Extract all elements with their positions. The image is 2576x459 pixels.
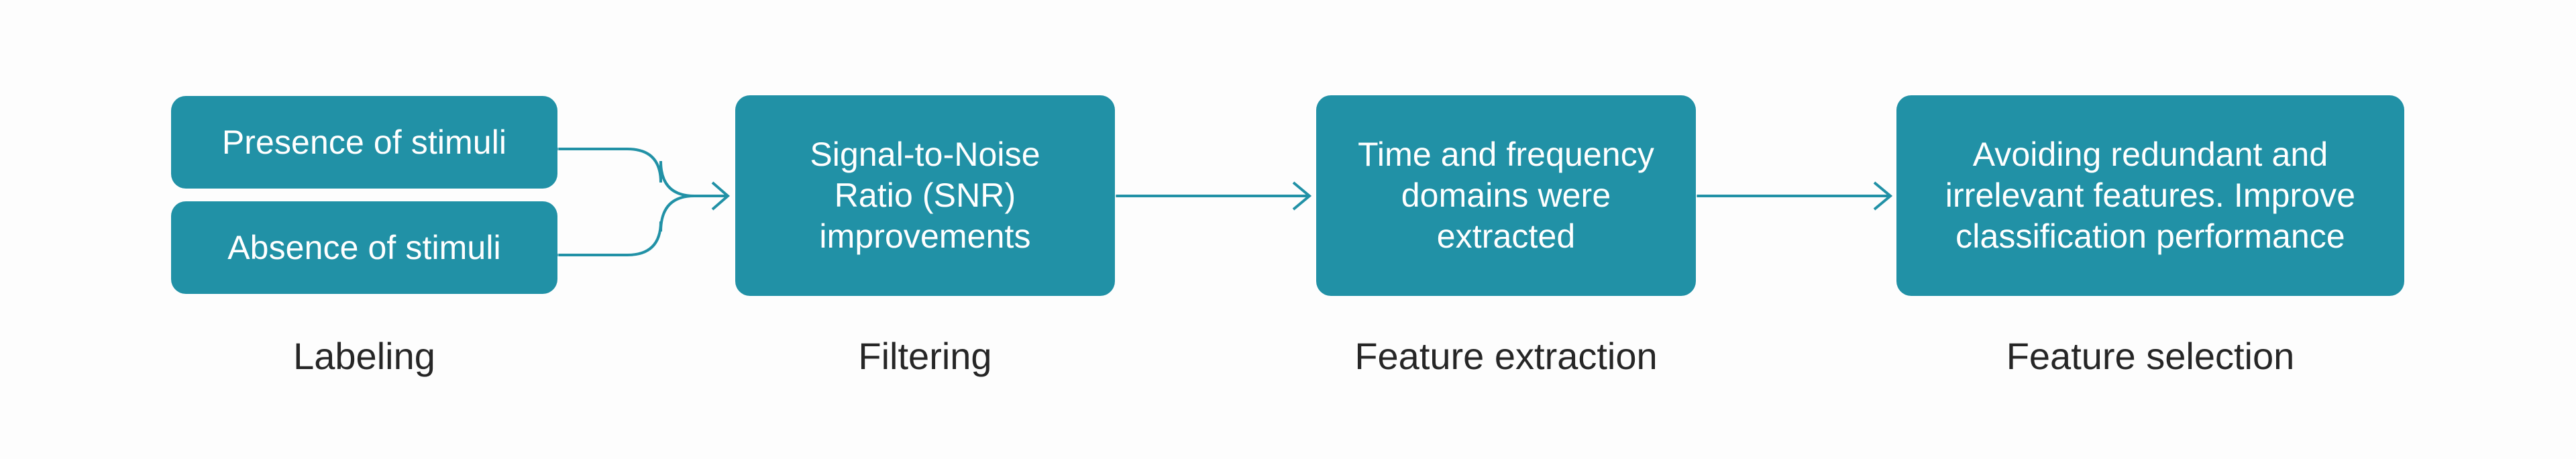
connector-filtering-to-extraction: [1116, 181, 1312, 211]
stage-caption-feature-extraction: Feature extraction: [1354, 335, 1658, 377]
stage-caption-labeling: Labeling: [293, 335, 435, 377]
connector-merge-labeling-to-filtering: [557, 148, 731, 256]
stage-box-label: Avoiding redundant and irrelevant featur…: [1945, 136, 2356, 255]
stage-box-snr-improvements[interactable]: Signal-to-Noise Ratio (SNR) improvements: [735, 95, 1115, 296]
stage-box-absence-of-stimuli[interactable]: Absence of stimuli: [171, 201, 557, 294]
stage-caption-feature-selection: Feature selection: [2006, 335, 2295, 377]
stage-box-label: Presence of stimuli: [221, 123, 507, 161]
stage-box-label: Signal-to-Noise Ratio (SNR) improvements: [810, 136, 1040, 255]
connector-extraction-to-selection: [1697, 181, 1893, 211]
stage-caption-filtering: Filtering: [858, 335, 992, 377]
stage-box-label: Time and frequency domains were extracte…: [1358, 136, 1654, 255]
stage-box-presence-of-stimuli[interactable]: Presence of stimuli: [171, 96, 557, 189]
stage-box-avoiding-redundant-features[interactable]: Avoiding redundant and irrelevant featur…: [1896, 95, 2404, 296]
stage-box-label: Absence of stimuli: [227, 228, 501, 266]
stage-box-time-frequency-domains[interactable]: Time and frequency domains were extracte…: [1316, 95, 1696, 296]
